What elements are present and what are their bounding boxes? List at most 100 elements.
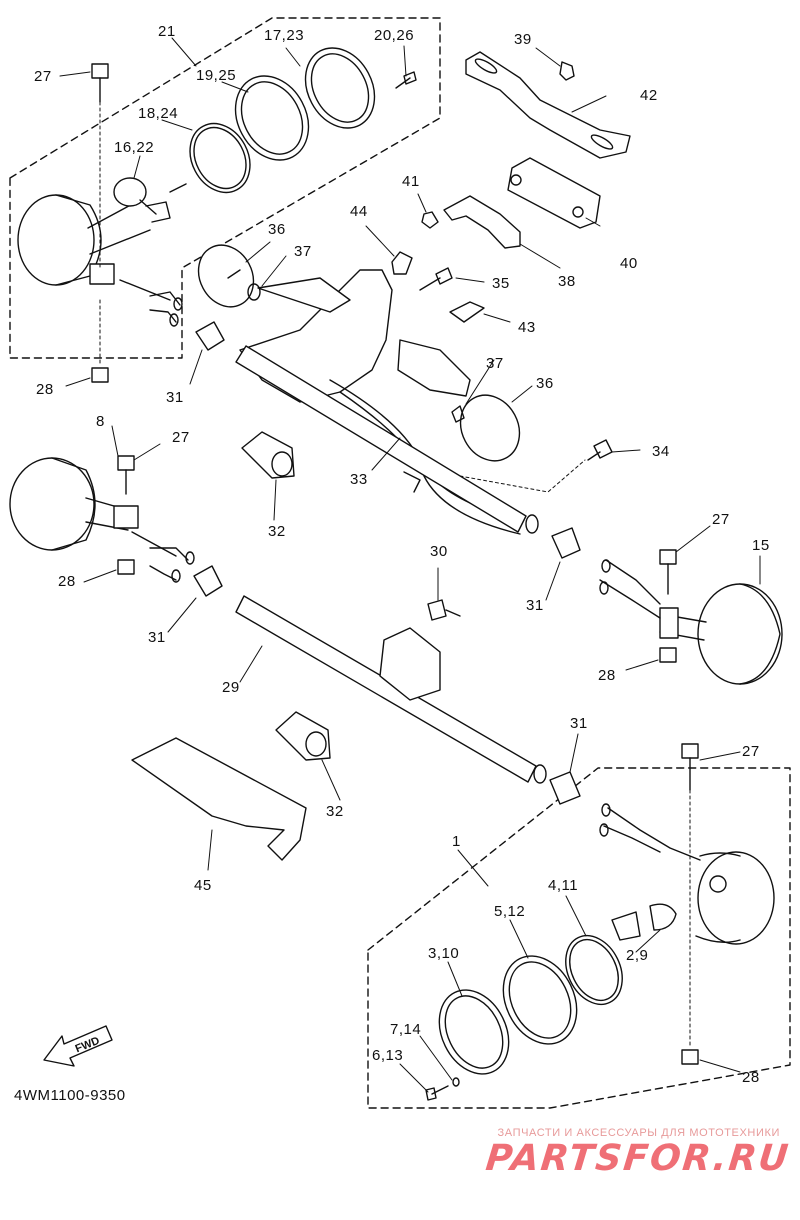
diagram-part-code: 4WM1100-9350 (14, 1087, 126, 1104)
grommet-31-upper-right (551, 527, 581, 559)
label-32-upper: 32 (268, 523, 286, 540)
collar-43 (449, 301, 485, 323)
label-18-24: 18,24 (138, 105, 179, 122)
rim-19 (234, 75, 310, 161)
nut-28-upper-left (91, 299, 109, 383)
cover-45 (131, 737, 307, 861)
label-28-lower-right: 28 (742, 1069, 760, 1086)
clamp-32-lower (275, 711, 331, 761)
lens-3 (438, 989, 510, 1075)
bolt-27-left (117, 455, 135, 495)
label-41: 41 (402, 173, 420, 190)
label-36-lower: 36 (536, 375, 554, 392)
bracket-42 (465, 51, 631, 159)
label-8: 8 (96, 413, 105, 430)
label-31-lower-left: 31 (148, 629, 166, 646)
label-27-upper-left: 27 (34, 68, 52, 85)
washer-37-upper (247, 283, 261, 301)
stay-38 (443, 195, 521, 249)
label-27-left: 27 (172, 429, 190, 446)
label-31-upper-right: 31 (526, 597, 544, 614)
assembly-21-outline (9, 17, 441, 359)
label-17-23: 17,23 (264, 27, 305, 44)
label-43: 43 (518, 319, 536, 336)
flasher-lamp-15 (599, 559, 783, 685)
ring-4 (565, 934, 623, 1006)
label-37-lower: 37 (486, 355, 504, 372)
fwd-arrow-icon (43, 1025, 113, 1067)
screw-small-upper (169, 183, 187, 193)
leader-33-34 (459, 459, 586, 493)
label-21: 21 (158, 23, 176, 40)
cover-36-upper (197, 244, 255, 308)
label-27-lower-right: 27 (742, 743, 760, 760)
screw-6 (425, 1085, 449, 1101)
label-15: 15 (752, 537, 770, 554)
label-1: 1 (452, 833, 461, 850)
grommet-31-lower-right (549, 771, 581, 805)
bolt-34 (587, 439, 613, 461)
label-37-upper: 37 (294, 243, 312, 260)
clamp-32-upper (241, 431, 295, 479)
label-28-left: 28 (58, 573, 76, 590)
bolt-30 (427, 599, 461, 621)
cover-36-lower (459, 394, 521, 462)
label-16-22: 16,22 (114, 139, 155, 156)
label-31-lower-right: 31 (570, 715, 588, 732)
label-4-11: 4,11 (548, 877, 579, 894)
bulb-16 (113, 177, 171, 223)
label-28-right: 28 (598, 667, 616, 684)
flasher-lamp-body-lower-right (599, 803, 775, 945)
nut-28-left (117, 559, 135, 575)
label-2-9: 2,9 (626, 947, 649, 964)
damper-44 (391, 251, 413, 275)
washer-37-lower (451, 405, 465, 423)
nut-41 (421, 211, 439, 229)
bolt-27-right (659, 549, 677, 595)
assembly-1-outline (367, 767, 791, 1109)
label-3-10: 3,10 (428, 945, 460, 962)
lens-17 (304, 47, 376, 129)
bolt-27-lower-right (681, 743, 699, 1047)
rim-5 (502, 955, 578, 1045)
label-6-13: 6,13 (372, 1047, 404, 1064)
bolt-27-upper-left (91, 63, 109, 271)
label-30: 30 (430, 543, 448, 560)
label-35: 35 (492, 275, 510, 292)
label-29: 29 (222, 679, 240, 696)
label-40: 40 (620, 255, 638, 272)
watermark-tagline: ЗАПЧАСТИ И АКСЕССУАРЫ ДЛЯ МОТОТЕХНИКИ (497, 1127, 780, 1139)
label-33: 33 (350, 471, 368, 488)
tube-29 (235, 595, 547, 784)
flasher-lamp-upper-left (17, 194, 183, 327)
grommet-31-upper-left (195, 321, 225, 351)
label-19-25: 19,25 (196, 67, 237, 84)
label-44: 44 (350, 203, 368, 220)
bulb-2 (611, 903, 677, 941)
label-31-upper-left: 31 (166, 389, 184, 406)
tube-upper (235, 345, 539, 534)
label-34: 34 (652, 443, 670, 460)
label-7-14: 7,14 (390, 1021, 422, 1038)
screw-20 (395, 71, 417, 89)
label-36-upper: 36 (268, 221, 286, 238)
label-32-lower: 32 (326, 803, 344, 820)
plate-40 (507, 157, 601, 229)
lens-ring-18 (189, 122, 251, 194)
label-20-26: 20,26 (374, 27, 415, 44)
flasher-lamp-8 (9, 457, 195, 583)
label-28-upper-left: 28 (36, 381, 54, 398)
bolt-39 (559, 61, 575, 81)
bolt-35 (419, 267, 453, 291)
grommet-31-lower-left (193, 565, 223, 597)
label-38: 38 (558, 273, 576, 290)
label-27-right: 27 (712, 511, 730, 528)
label-45: 45 (194, 877, 212, 894)
nut-28-right (659, 647, 677, 663)
label-5-12: 5,12 (494, 903, 526, 920)
nut-28-lower-right (681, 1049, 699, 1065)
label-39: 39 (514, 31, 532, 48)
watermark-logo: PARTSFOR.RU (483, 1138, 792, 1179)
leader-lines (59, 37, 761, 1093)
